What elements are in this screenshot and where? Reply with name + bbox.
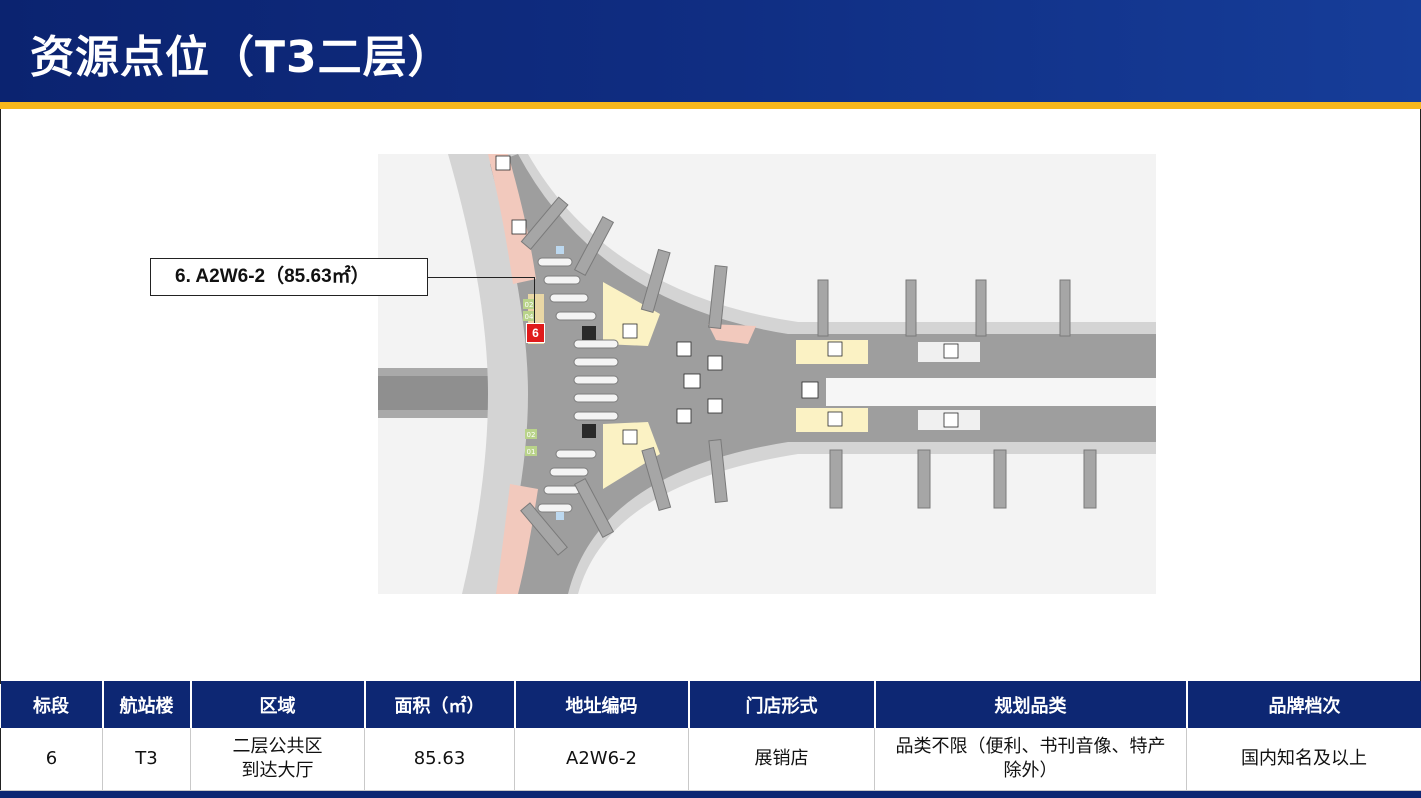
- terminal-floor-map: 02 04 02 01: [378, 154, 1156, 594]
- header-accent-stripe: [0, 102, 1421, 109]
- retail-zone-north: [488, 154, 536, 284]
- retail-zone-connector: [708, 324, 756, 344]
- cell-area-line2: 到达大厅: [241, 760, 314, 781]
- table-header-row: 标段 航站楼 区域 面积（㎡） 地址编码 门店形式 规划品类 品牌档次: [0, 681, 1421, 728]
- slide-header: 资源点位（T3二层）: [0, 0, 1421, 102]
- cell-address-code: A2W6-2: [514, 728, 689, 791]
- location-callout-label: 6. A2W6-2（85.63㎡）: [150, 258, 428, 296]
- facility-zone-south: [603, 422, 660, 489]
- cell-store-format: 展销店: [688, 728, 875, 791]
- escalator-group: [537, 257, 619, 513]
- cell-category-line2: 除外）: [1003, 760, 1058, 781]
- zone-label-box-3: [525, 429, 537, 439]
- info-icon-north: [556, 246, 564, 254]
- north-gate-piers: [520, 196, 1071, 337]
- restroom-icons: [495, 155, 959, 445]
- cell-category: 品类不限（便利、书刊音像、特产 除外）: [874, 728, 1187, 791]
- cell-segment: 6: [0, 728, 103, 791]
- col-header-category: 规划品类: [873, 681, 1187, 728]
- accessible-icons: [582, 326, 596, 438]
- table-row: 6 T3 二层公共区 到达大厅 85.63 A2W6-2 展销店 品类不限（便利…: [0, 728, 1421, 791]
- col-header-area: 区域: [189, 681, 365, 728]
- cell-terminal: T3: [102, 728, 191, 791]
- cell-area: 二层公共区 到达大厅: [190, 728, 365, 791]
- facility-zone-north: [603, 282, 660, 346]
- zone-label-box-4: [525, 446, 537, 456]
- zone-label-4: 01: [527, 448, 536, 456]
- south-gate-piers: [520, 438, 1097, 556]
- info-icon-south: [556, 512, 564, 520]
- location-marker-6[interactable]: 6: [526, 323, 545, 343]
- col-header-store-format: 门店形式: [687, 681, 875, 728]
- main-hall: [490, 154, 1156, 594]
- page-title: 资源点位（T3二层）: [30, 32, 453, 83]
- callout-leader-line-vertical: [534, 277, 535, 323]
- shuttle-train-icon: [801, 381, 819, 399]
- col-header-segment: 标段: [0, 681, 103, 728]
- footer-bar: [0, 791, 1421, 798]
- zone-label-3: 02: [527, 431, 536, 439]
- cell-category-line1: 品类不限（便利、书刊音像、特产: [895, 736, 1166, 757]
- cell-brand-level: 国内知名及以上: [1186, 728, 1421, 791]
- zone-label-2: 04: [525, 313, 534, 321]
- zone-label-box-2: [523, 311, 535, 321]
- col-header-address-code: 地址编码: [513, 681, 689, 728]
- cell-size: 85.63: [364, 728, 515, 791]
- resource-table: 标段 航站楼 区域 面积（㎡） 地址编码 门店形式 规划品类 品牌档次 6 T3…: [0, 681, 1421, 791]
- col-header-terminal: 航站楼: [101, 681, 191, 728]
- col-header-brand-level: 品牌档次: [1185, 681, 1421, 728]
- concourse-gap: [826, 378, 1156, 406]
- col-header-size: 面积（㎡）: [363, 681, 515, 728]
- cell-area-line1: 二层公共区: [232, 736, 323, 757]
- frame-border-left: [0, 109, 1, 684]
- callout-leader-line-horizontal: [428, 277, 535, 278]
- zone-label-1: 02: [525, 301, 534, 309]
- escalator-icon: [683, 373, 701, 389]
- zone-label-box-1: [523, 299, 535, 309]
